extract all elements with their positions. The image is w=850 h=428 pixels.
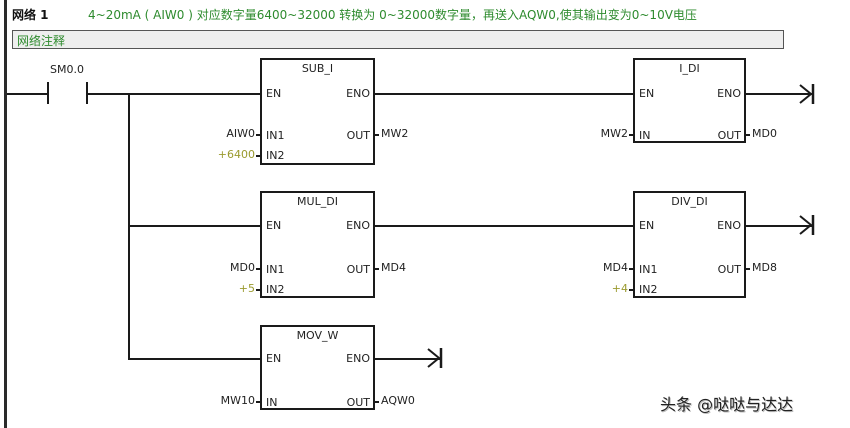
en-pin: EN bbox=[266, 87, 282, 100]
block-title: MUL_DI bbox=[297, 195, 338, 208]
out-operand[interactable]: MD8 bbox=[752, 261, 777, 274]
out-operand[interactable]: MD4 bbox=[381, 261, 406, 274]
in-pin: IN bbox=[266, 396, 278, 409]
in1-operand[interactable]: AIW0 bbox=[226, 127, 255, 140]
in2-pin: IN2 bbox=[266, 149, 285, 162]
wire bbox=[128, 358, 261, 360]
eno-pin: ENO bbox=[346, 87, 370, 100]
wire bbox=[374, 358, 440, 360]
wire bbox=[7, 93, 48, 95]
out-pin: OUT bbox=[346, 129, 370, 142]
out-operand[interactable]: MD0 bbox=[752, 127, 777, 140]
pin-stub bbox=[256, 134, 261, 136]
wire bbox=[374, 93, 634, 95]
in2-operand[interactable]: +6400 bbox=[217, 148, 255, 161]
en-pin: EN bbox=[266, 219, 282, 232]
eno-terminal-arrow-icon bbox=[427, 348, 443, 368]
network-comment-field[interactable]: 网络注释 bbox=[12, 30, 784, 49]
in2-operand[interactable]: +4 bbox=[611, 282, 628, 295]
in2-operand[interactable]: +5 bbox=[238, 282, 255, 295]
mul-di-block[interactable]: MUL_DI EN ENO IN1 IN2 OUT bbox=[260, 191, 375, 298]
in-operand[interactable]: MW2 bbox=[600, 127, 628, 140]
eno-pin: ENO bbox=[346, 219, 370, 232]
in1-pin: IN1 bbox=[266, 263, 285, 276]
out-operand[interactable]: MW2 bbox=[381, 127, 409, 140]
network-comment-text: 网络注释 bbox=[17, 34, 66, 48]
eno-pin: ENO bbox=[346, 352, 370, 365]
wire bbox=[128, 225, 261, 227]
pin-stub bbox=[629, 134, 634, 136]
wire bbox=[745, 225, 812, 227]
eno-pin: ENO bbox=[717, 87, 741, 100]
in1-pin: IN1 bbox=[639, 263, 658, 276]
block-title: DIV_DI bbox=[671, 195, 708, 208]
in-pin: IN bbox=[639, 129, 651, 142]
pin-stub bbox=[256, 268, 261, 270]
i-di-block[interactable]: I_DI EN ENO IN OUT bbox=[633, 58, 746, 143]
div-di-block[interactable]: DIV_DI EN ENO IN1 IN2 OUT bbox=[633, 191, 746, 298]
contact-label: SM0.0 bbox=[50, 63, 84, 76]
block-title: SUB_I bbox=[301, 62, 334, 75]
pin-stub bbox=[374, 134, 379, 136]
out-pin: OUT bbox=[346, 396, 370, 409]
contact-bar-left bbox=[47, 82, 49, 104]
wire bbox=[86, 93, 261, 95]
wire bbox=[374, 225, 634, 227]
pin-stub bbox=[629, 268, 634, 270]
block-title: I_DI bbox=[679, 62, 700, 75]
in1-operand[interactable]: MD0 bbox=[230, 261, 255, 274]
pin-stub bbox=[629, 289, 634, 291]
pin-stub bbox=[256, 401, 261, 403]
en-pin: EN bbox=[639, 87, 655, 100]
in-operand[interactable]: MW10 bbox=[220, 394, 255, 407]
out-pin: OUT bbox=[717, 129, 741, 142]
network-title[interactable]: 网络 1 bbox=[12, 8, 49, 22]
in1-operand[interactable]: MD4 bbox=[603, 261, 628, 274]
out-operand[interactable]: AQW0 bbox=[381, 394, 415, 407]
pin-stub bbox=[374, 268, 379, 270]
watermark: 头条 @哒哒与达达 bbox=[660, 395, 794, 414]
pin-stub bbox=[745, 268, 750, 270]
eno-terminal-arrow-icon bbox=[799, 84, 815, 104]
pin-stub bbox=[256, 155, 261, 157]
eno-terminal-arrow-icon bbox=[799, 215, 815, 235]
sub-i-block[interactable]: SUB_I EN ENO IN1 IN2 OUT bbox=[260, 58, 375, 165]
in2-pin: IN2 bbox=[639, 283, 658, 296]
block-title: MOV_W bbox=[296, 329, 339, 342]
power-rail bbox=[4, 0, 7, 428]
network-description[interactable]: 4~20mA ( AIW0 ) 对应数字量6400~32000 转换为 0~32… bbox=[88, 8, 697, 22]
in2-pin: IN2 bbox=[266, 283, 285, 296]
out-pin: OUT bbox=[717, 263, 741, 276]
en-pin: EN bbox=[266, 352, 282, 365]
eno-pin: ENO bbox=[717, 219, 741, 232]
pin-stub bbox=[374, 401, 379, 403]
pin-stub bbox=[256, 289, 261, 291]
mov-w-block[interactable]: MOV_W EN ENO IN OUT bbox=[260, 325, 375, 410]
pin-stub bbox=[745, 134, 750, 136]
en-pin: EN bbox=[639, 219, 655, 232]
in1-pin: IN1 bbox=[266, 129, 285, 142]
out-pin: OUT bbox=[346, 263, 370, 276]
wire bbox=[745, 93, 812, 95]
